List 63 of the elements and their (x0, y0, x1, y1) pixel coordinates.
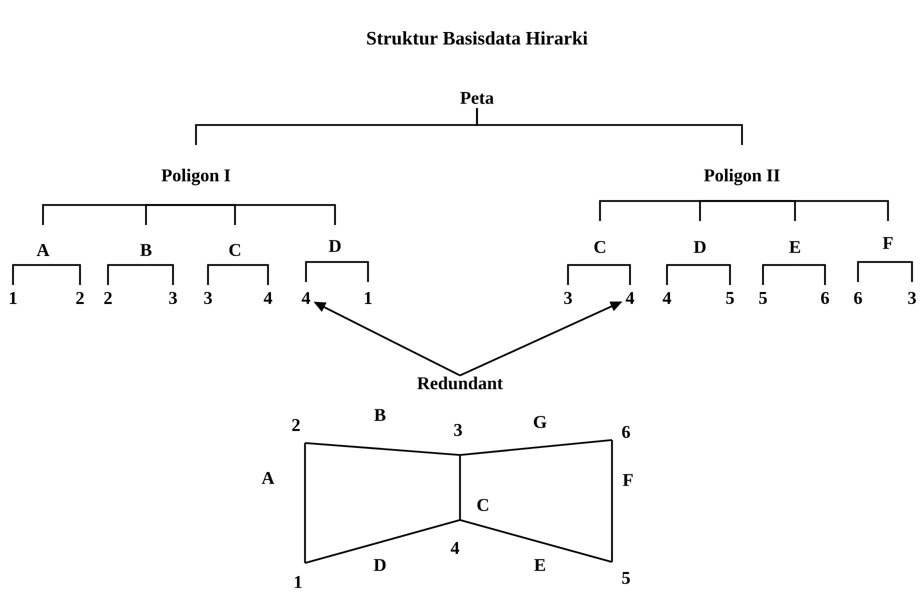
bracket-line (700, 264, 731, 285)
bracket-line (146, 264, 174, 285)
tree-label: 5 (726, 292, 734, 304)
tree-label: 1 (364, 292, 372, 304)
tree-label: A (36, 244, 50, 256)
bracket-line (107, 264, 146, 285)
bracket-line (207, 264, 235, 285)
polygon-label: 2 (292, 419, 300, 431)
annotation-label: Redundant (417, 376, 503, 390)
polygon-label: 5 (622, 572, 630, 584)
tree-label: C (594, 240, 606, 254)
bracket-line (43, 264, 81, 285)
polygon-label: E (534, 559, 546, 571)
bracket-line (795, 264, 826, 285)
tree-label: D (328, 240, 341, 252)
bracket-line (699, 200, 742, 221)
tree-label: 2 (76, 292, 84, 304)
bracket-line (476, 108, 743, 145)
tree-label: 3 (564, 292, 572, 304)
tree-label: F (882, 237, 893, 249)
tree-label: B (140, 244, 152, 256)
bracket-line (666, 264, 700, 285)
polygon-label: A (262, 472, 274, 484)
tree-label: 3 (204, 292, 212, 304)
polygon-label: D (374, 559, 386, 571)
tree-label: 4 (626, 292, 634, 304)
tree-label: 5 (759, 292, 767, 304)
bracket-line (12, 264, 43, 285)
bracket-line (857, 261, 888, 282)
tree-label: 6 (854, 292, 862, 304)
bracket-line (600, 264, 631, 285)
bracket-line (196, 204, 336, 225)
title: Struktur Basisdata Hirarki (367, 31, 588, 45)
tree-label: 3 (169, 292, 177, 304)
tree-label: C (229, 244, 240, 256)
tree-label: 2 (104, 292, 112, 304)
bracket-line (742, 200, 889, 221)
tree-label: 6 (821, 292, 829, 304)
polygon-label: 3 (454, 424, 462, 436)
polygon-label: B (374, 409, 386, 421)
tree-label: 4 (264, 292, 272, 304)
tree-label: Poligon I (162, 168, 230, 186)
tree-label: Poligon II (704, 168, 780, 186)
tree-label: Peta (460, 92, 494, 104)
bracket-line (235, 264, 269, 285)
tree-label: D (694, 241, 706, 253)
polygon-label: 6 (622, 426, 630, 438)
tree-label: E (789, 241, 800, 253)
polygon-label: 4 (450, 542, 460, 554)
bracket-line (567, 264, 600, 285)
bracket-line (888, 261, 913, 282)
polygon-label: C (477, 498, 488, 512)
polygon-label: G (534, 416, 547, 428)
bracket-line (305, 261, 335, 282)
tree-label: 4 (302, 292, 310, 304)
tree-label: 4 (662, 292, 672, 304)
polygon-label: F (622, 474, 633, 486)
bracket-line (335, 261, 369, 282)
bracket-line (145, 204, 196, 225)
bracket-line (762, 264, 795, 285)
tree-label: 3 (908, 292, 916, 304)
polygon-label: 1 (294, 576, 302, 588)
tree-label: 1 (10, 292, 17, 304)
